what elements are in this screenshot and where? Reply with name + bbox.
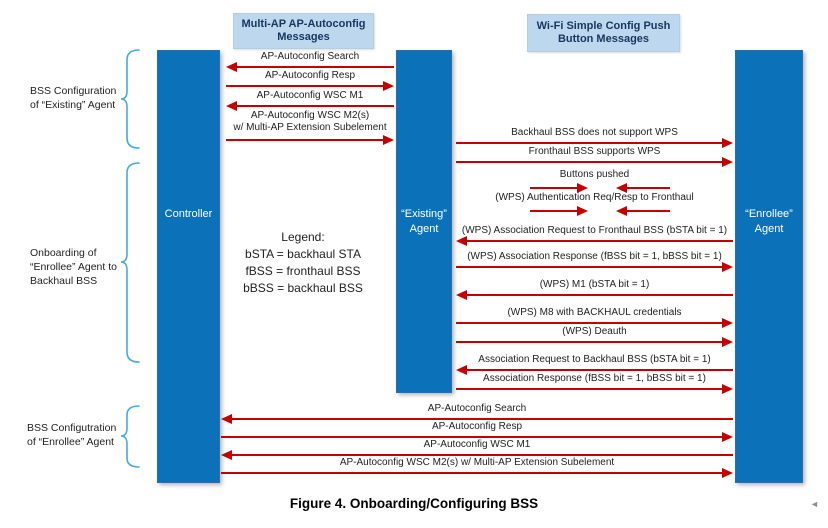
message-arrow-line	[456, 266, 724, 268]
message-arrow-line	[456, 322, 724, 324]
message-arrow-line	[230, 418, 733, 420]
message-label: Buttons pushed	[559, 169, 630, 180]
lifeline-existing-agent-label: “Existing” Agent	[401, 208, 447, 235]
message-arrow-line	[221, 436, 724, 438]
arrowhead-right-icon	[383, 135, 394, 145]
message-arrow-line	[530, 210, 579, 212]
arrowhead-right-icon	[722, 384, 733, 394]
arrowhead-right-icon	[577, 206, 588, 216]
arrowhead-left-icon	[616, 183, 627, 193]
arrowhead-left-icon	[221, 414, 232, 424]
legend: Legend: bSTA = backhaul STA fBSS = fronth…	[203, 229, 403, 297]
arrowhead-right-icon	[722, 262, 733, 272]
message-label: (WPS) Authentication Req/Resp to Frontha…	[495, 192, 694, 203]
arrowhead-right-icon	[722, 432, 733, 442]
message-label: AP-Autoconfig WSC M2(s) w/ Multi-AP Exte…	[339, 457, 615, 468]
message-arrow-line	[235, 105, 394, 107]
arrowhead-left-icon	[456, 365, 467, 375]
message-label: AP-Autoconfig WSC M1	[256, 90, 364, 101]
arrowhead-left-icon	[456, 290, 467, 300]
message-arrow-line	[226, 85, 385, 87]
message-label: (WPS) M8 with BACKHAUL credentials	[507, 307, 682, 318]
message-label: Fronthaul BSS supports WPS	[528, 146, 661, 157]
message-arrow-line	[221, 472, 724, 474]
message-arrow-line	[226, 139, 385, 141]
message-arrow-line	[230, 454, 733, 456]
message-arrow-line	[465, 240, 733, 242]
arrowhead-left-icon	[226, 62, 237, 72]
brace-onboarding	[120, 162, 140, 363]
message-arrow-line	[530, 187, 579, 189]
lifeline-controller-label: Controller	[164, 208, 213, 220]
message-arrow-line	[456, 161, 724, 163]
message-label: (WPS) Association Request to Fronthaul B…	[461, 225, 728, 236]
legend-line: fBSS = fronthaul BSS	[245, 264, 361, 278]
message-arrow-line	[465, 369, 733, 371]
arrowhead-right-icon	[722, 138, 733, 148]
arrowhead-right-icon	[577, 183, 588, 193]
message-label: (WPS) Deauth	[562, 326, 627, 337]
message-arrow-line	[625, 187, 670, 189]
header-multiap-messages: Multi-AP AP-Autoconfig Messages	[233, 13, 374, 49]
message-label: (WPS) Association Response (fBSS bit = 1…	[467, 251, 722, 262]
message-arrow-line	[235, 66, 394, 68]
arrowhead-left-icon	[226, 101, 237, 111]
legend-title: Legend:	[281, 230, 325, 244]
legend-line: bBSS = backhaul BSS	[243, 281, 363, 295]
arrowhead-left-icon	[456, 236, 467, 246]
message-arrow-line	[625, 210, 670, 212]
header-wps-push-button-messages: Wi-Fi Simple Config Push Button Messages	[527, 14, 680, 52]
message-label: (WPS) M1 (bSTA bit = 1)	[539, 279, 650, 290]
lifeline-controller: Controller	[157, 50, 220, 483]
message-label: AP-Autoconfig Resp	[431, 421, 523, 432]
legend-line: bSTA = backhaul STA	[245, 247, 361, 261]
message-arrow-line	[456, 142, 724, 144]
message-label: AP-Autoconfig WSC M2(s)w/ Multi-AP Exten…	[233, 110, 387, 133]
figure-caption: Figure 4. Onboarding/Configuring BSS	[289, 496, 539, 511]
brace-existing-config	[120, 49, 140, 149]
message-label: Association Request to Backhaul BSS (bST…	[478, 354, 711, 365]
lifeline-enrollee-agent-label: “Enrollee” Agent	[745, 208, 793, 235]
message-arrow-line	[465, 294, 733, 296]
message-label: AP-Autoconfig Search	[260, 51, 360, 62]
left-triangle-icon: ◄	[810, 499, 819, 509]
message-label: AP-Autoconfig Search	[427, 403, 527, 414]
arrowhead-right-icon	[722, 157, 733, 167]
message-label: AP-Autoconfig Resp	[264, 70, 356, 81]
arrowhead-right-icon	[722, 337, 733, 347]
message-arrow-line	[456, 388, 724, 390]
arrowhead-left-icon	[616, 206, 627, 216]
message-label: Association Response (fBSS bit = 1, bBSS…	[483, 373, 706, 384]
message-arrow-line	[456, 341, 724, 343]
lifeline-enrollee-agent: “Enrollee” Agent	[735, 50, 803, 483]
arrowhead-right-icon	[722, 318, 733, 328]
arrowhead-right-icon	[722, 468, 733, 478]
message-label: AP-Autoconfig WSC M1	[423, 439, 531, 450]
message-label: Backhaul BSS does not support WPS	[511, 127, 678, 138]
lifeline-existing-agent: “Existing” Agent	[396, 50, 452, 393]
brace-enrollee-config	[120, 405, 140, 468]
arrowhead-left-icon	[221, 450, 232, 460]
arrowhead-right-icon	[383, 81, 394, 91]
